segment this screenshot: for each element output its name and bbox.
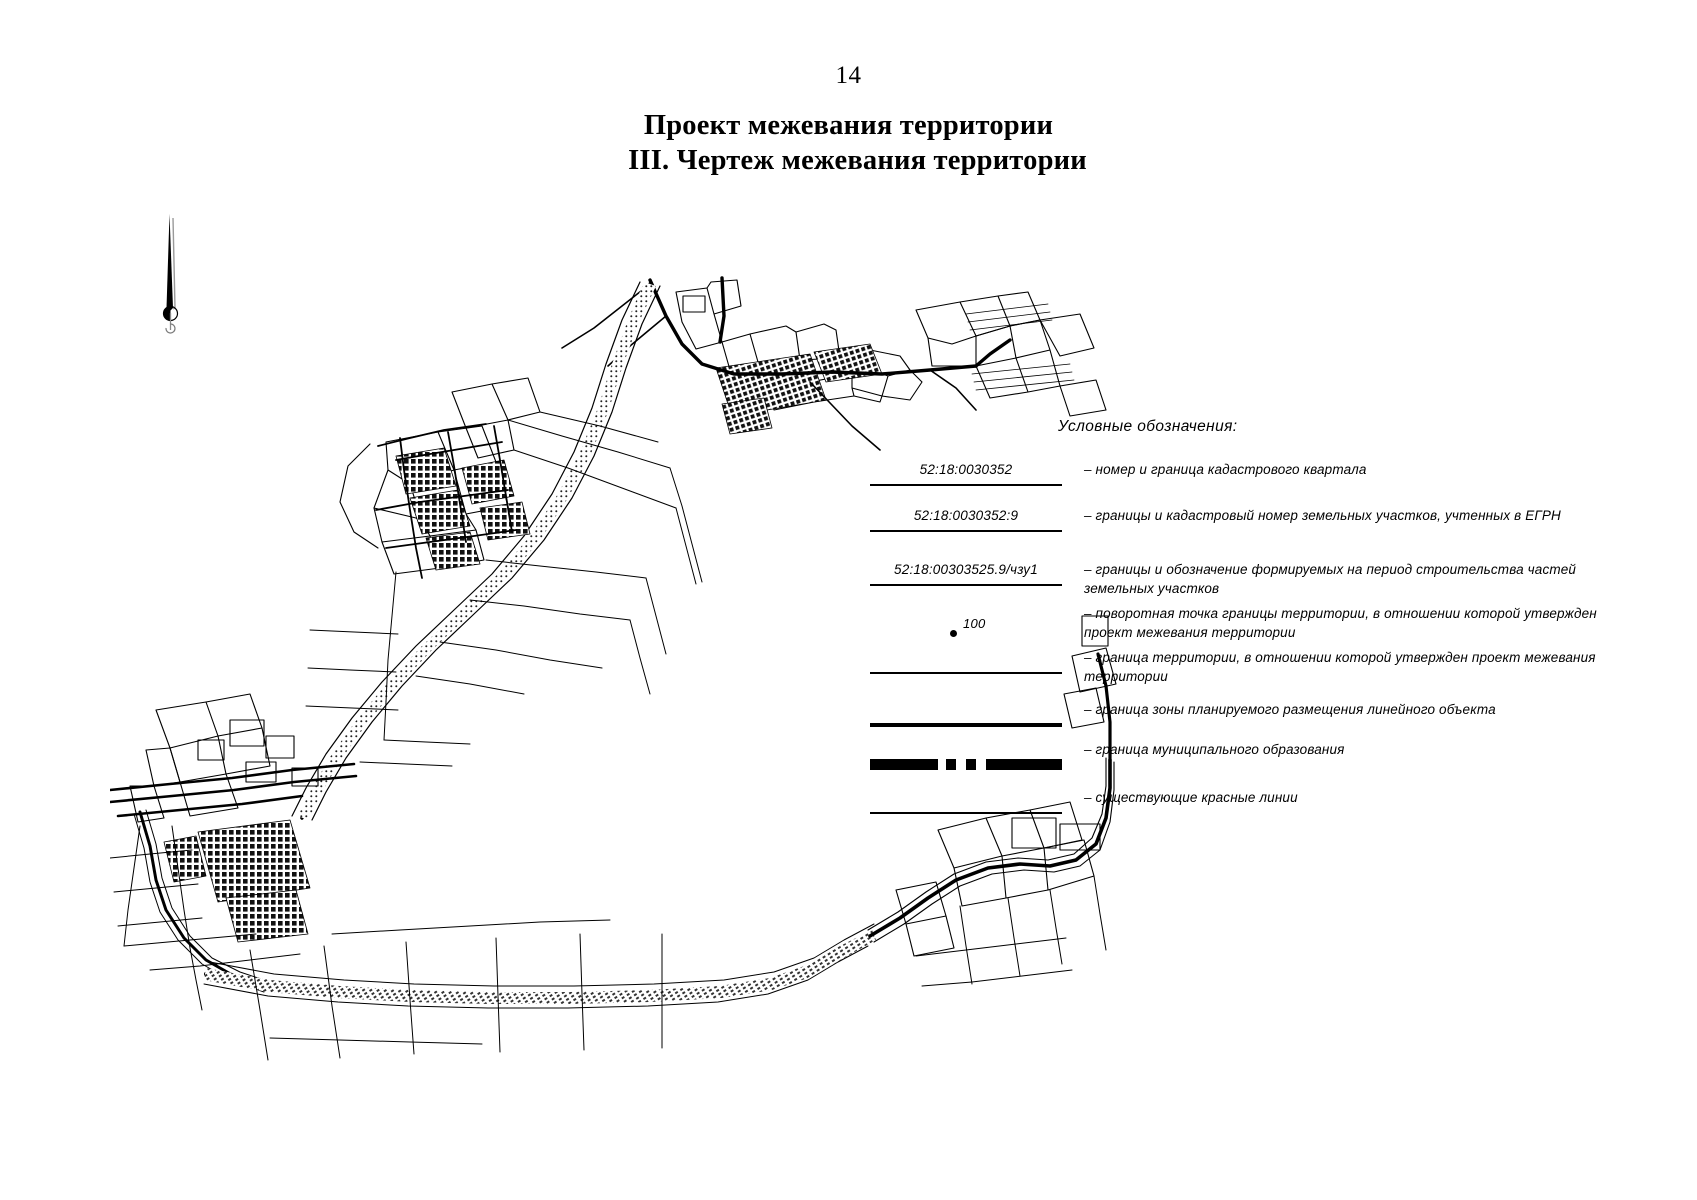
legend-symbol-parcel-egrn: 52:18:0030352:9 [870, 508, 1062, 548]
legend-line-thick [870, 723, 1062, 728]
legend-symbol-label: 52:18:0030352:9 [913, 508, 1019, 523]
title-line-2: III. Чертеж межевания территории [628, 145, 1087, 176]
legend-symbol-label: 100 [963, 616, 986, 631]
page-title: Проект межевания территории III. Чертеж … [0, 108, 1697, 178]
cadastral-survey-map [110, 270, 1120, 1070]
legend-line-thin [870, 530, 1062, 532]
legend-description: – поворотная точка границы территории, в… [1084, 606, 1597, 640]
legend-symbol-territory-boundary [870, 652, 1062, 690]
legend-symbol-municipal-boundary [870, 744, 1062, 782]
turning-point-marker-icon [950, 630, 957, 637]
legend-description: – граница территории, в отношении которо… [1084, 650, 1596, 684]
legend-symbol-label: 52:18:00303525.9/чзу1 [894, 562, 1038, 577]
title-line-1: Проект межевания территории [643, 110, 1054, 141]
page-number: 14 [835, 62, 862, 89]
legend-line-medium [870, 584, 1062, 587]
legend-title: Условные обозначения: [1058, 418, 1238, 435]
north-arrow-icon [148, 212, 194, 334]
legend-symbol-cadastral-quarter: 52:18:0030352 [870, 462, 1062, 502]
legend-symbol-linear-object-zone [870, 704, 1062, 742]
legend-line-thin [870, 484, 1062, 486]
legend-symbol-label: 52:18:0030352 [919, 462, 1013, 477]
legend-description: – граница зоны планируемого размещения л… [1084, 702, 1496, 717]
legend-symbol-existing-red-lines [870, 792, 1062, 830]
legend-line-dash-dot [870, 759, 1062, 770]
legend-description: – границы и кадастровый номер земельных … [1084, 508, 1561, 523]
legend-symbol-turning-point: 100 [870, 608, 1062, 646]
legend-description: – границы и обозначение формируемых на п… [1084, 562, 1577, 596]
legend-description: – номер и граница кадастрового квартала [1084, 462, 1367, 477]
legend-description: – существующие красные линии [1084, 790, 1298, 805]
legend-line-thin [870, 812, 1062, 814]
legend-symbol-construction-parts: 52:18:00303525.9/чзу1 [870, 562, 1062, 602]
legend-description: – граница муниципального образования [1084, 742, 1345, 757]
legend-line-thin [870, 672, 1062, 674]
